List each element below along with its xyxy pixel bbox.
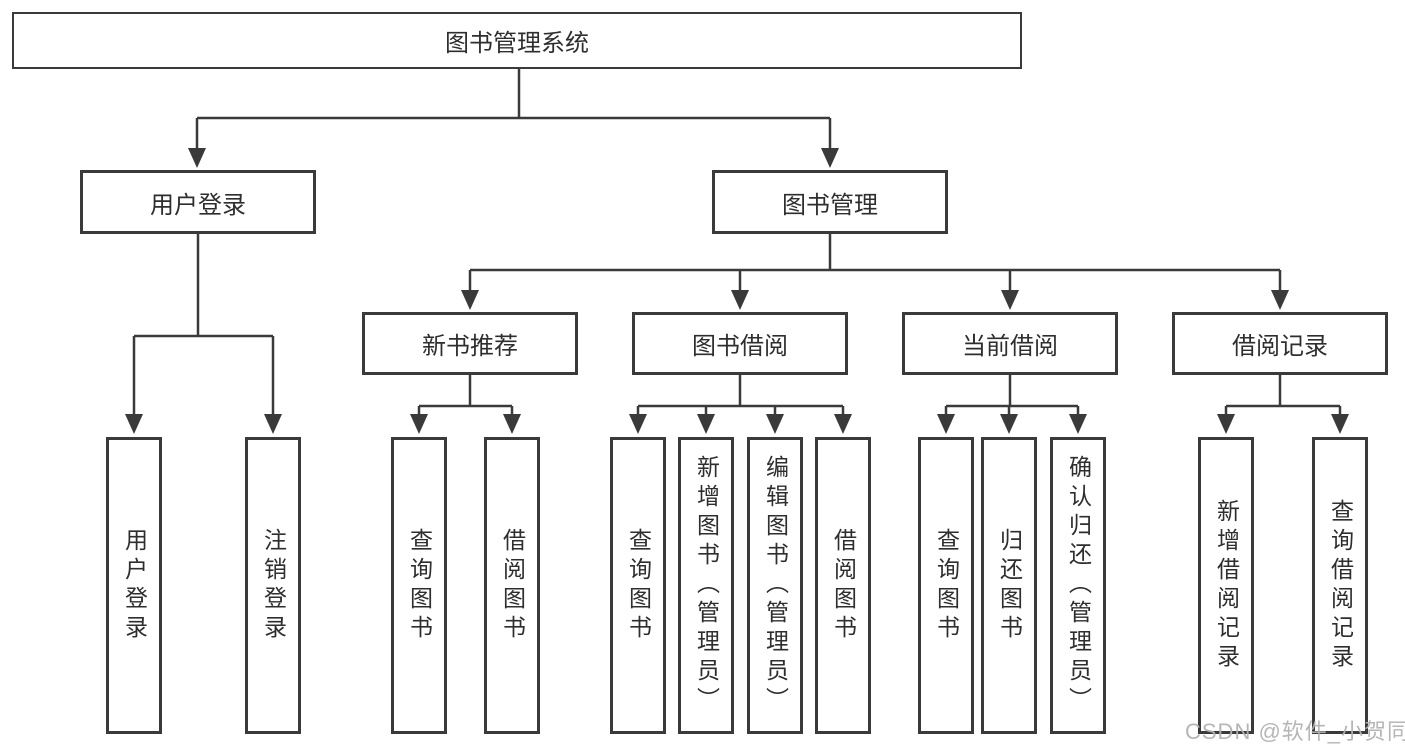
leaf-label: 新增借阅记录 [1213,498,1240,673]
leaf-label: 确认归还（管理员） [1065,455,1092,716]
node-label: 图书管理 [782,191,878,219]
leaf-label: 借阅图书 [830,527,857,644]
arrow-down-icon [125,148,1349,434]
leaf-borrow-books: 借阅图书 [815,437,871,734]
leaf-query-books: 查询图书 [391,437,447,734]
leaf-add-books-admin: 新增图书（管理员） [678,437,734,734]
leaf-label: 归还图书 [996,527,1023,644]
leaf-logout: 注销登录 [245,437,301,734]
leaf-label: 编辑图书（管理员） [762,455,789,716]
leaf-user-login: 用户登录 [106,437,162,734]
leaf-confirm-return-admin: 确认归还（管理员） [1050,437,1106,734]
leaf-label: 查询图书 [406,527,433,644]
node-new-book-recommend: 新书推荐 [362,312,578,375]
leaf-query-borrow-record: 查询借阅记录 [1312,437,1368,734]
leaf-label: 查询图书 [625,527,652,644]
leaf-edit-books-admin: 编辑图书（管理员） [747,437,803,734]
leaf-add-borrow-record: 新增借阅记录 [1198,437,1254,734]
leaf-query-books: 查询图书 [610,437,666,734]
node-current-borrow: 当前借阅 [902,312,1118,375]
node-book-borrow: 图书借阅 [632,312,848,375]
node-root: 图书管理系统 [12,12,1022,69]
node-label: 借阅记录 [1232,333,1328,360]
leaf-label: 新增图书（管理员） [693,455,720,716]
leaf-label: 用户登录 [121,527,148,644]
node-book-management: 图书管理 [712,170,948,234]
node-label: 新书推荐 [422,333,518,360]
leaf-label: 查询图书 [933,527,960,644]
node-root-label: 图书管理系统 [445,30,589,57]
node-label: 用户登录 [150,191,246,219]
node-label: 当前借阅 [962,333,1058,360]
node-user-login: 用户登录 [80,170,316,234]
csdn-watermark: CSDN @软件_小贺同学 [1185,719,1405,744]
leaf-return-books: 归还图书 [981,437,1037,734]
leaf-query-books: 查询图书 [918,437,974,734]
leaf-label: 借阅图书 [499,527,526,644]
leaf-label: 查询借阅记录 [1327,498,1354,673]
node-label: 图书借阅 [692,333,788,360]
leaf-borrow-books: 借阅图书 [484,437,540,734]
leaf-label: 注销登录 [260,527,287,644]
node-borrow-records: 借阅记录 [1172,312,1388,375]
